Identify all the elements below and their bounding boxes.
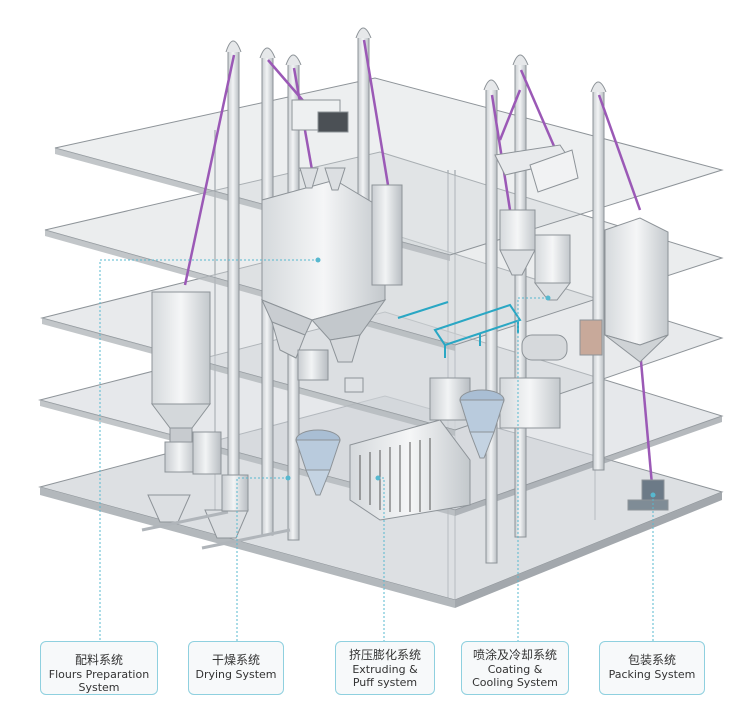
label-en: System xyxy=(78,681,120,694)
label-en: Coating & xyxy=(487,663,543,676)
central-silos xyxy=(261,99,403,381)
packing-silo xyxy=(604,217,669,511)
label-cn: 挤压膨化系统 xyxy=(348,648,421,662)
label-en: Extruding & xyxy=(352,663,418,676)
label-en: Drying System xyxy=(195,668,277,681)
label-flours-preparation: 配料系统 Flours Preparation System xyxy=(40,641,158,695)
label-cn: 包装系统 xyxy=(627,653,676,667)
floor-5-edge xyxy=(40,487,455,608)
conveyor-pipes xyxy=(183,39,654,486)
extruding-dryer xyxy=(295,377,471,521)
floor-3-edge xyxy=(42,318,455,436)
label-packing: 包装系统 Packing System xyxy=(599,641,705,695)
label-en: Cooling System xyxy=(472,676,558,689)
label-en: Flours Preparation xyxy=(48,668,150,681)
label-cn: 喷涂及冷却系统 xyxy=(472,648,557,662)
label-cn: 干燥系统 xyxy=(211,653,260,667)
label-coating: 喷涂及冷却系统 Coating & Cooling System xyxy=(461,641,569,695)
flour-bin xyxy=(141,291,291,550)
coating-cooling xyxy=(459,144,603,459)
leader-lines xyxy=(99,259,654,641)
extruder-frame xyxy=(397,301,522,358)
label-drying: 干燥系统 Drying System xyxy=(188,641,284,695)
floor-5-edge-right xyxy=(455,492,722,608)
label-cn: 配料系统 xyxy=(74,653,123,667)
label-en: Packing System xyxy=(608,668,696,681)
leader-dots xyxy=(285,257,656,498)
label-en: Puff system xyxy=(352,676,418,689)
label-extruding: 挤压膨化系统 Extruding & Puff system xyxy=(335,641,435,695)
